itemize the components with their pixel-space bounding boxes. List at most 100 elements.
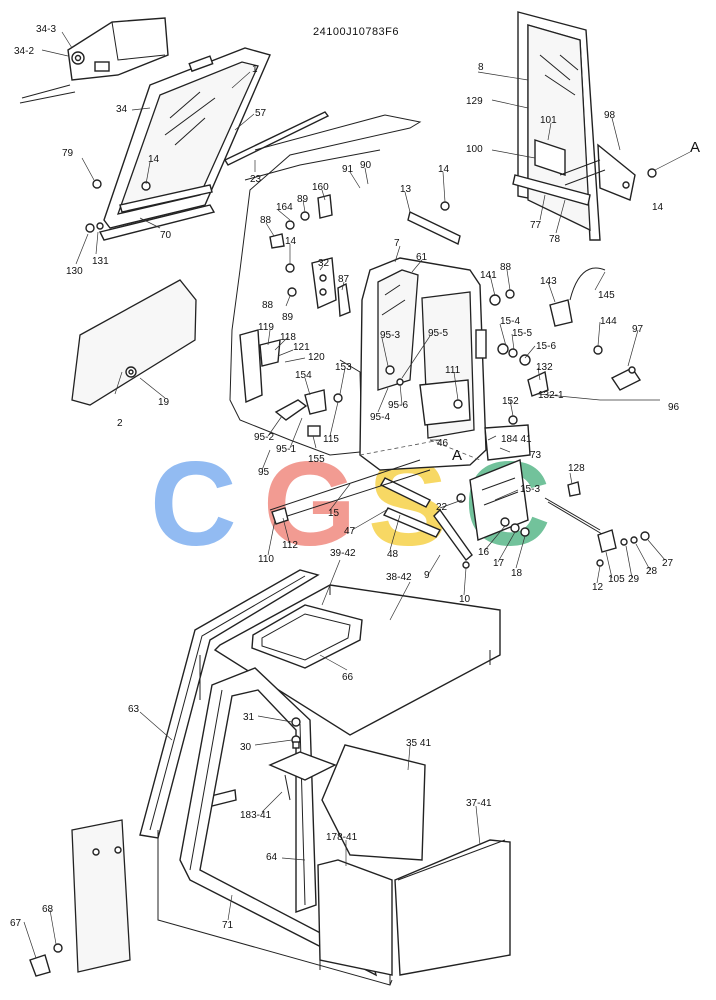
watermark: C G S C: [150, 437, 551, 571]
part-label: 131: [92, 256, 109, 267]
part-label: 121: [293, 342, 310, 353]
part-label: 73: [530, 450, 542, 461]
part-label: 91: [342, 164, 354, 175]
part-label: 78: [549, 234, 561, 245]
window-rod-part: [98, 204, 216, 241]
part-label: 154: [295, 370, 312, 381]
part-label: 64: [266, 852, 278, 863]
part-label: 12: [592, 582, 604, 593]
part-label: 164: [276, 202, 293, 213]
part-label: 14: [285, 236, 297, 247]
part-label: 67: [10, 918, 22, 929]
part-label: 71: [222, 920, 234, 931]
part-label: 95-3: [380, 330, 400, 341]
part-label: 118: [280, 332, 296, 343]
part-label: 15-3: [520, 484, 540, 495]
part-labels: 24100J10783F6 A A 34-3 34-2 34 79 14 1 5…: [10, 24, 700, 931]
part-label: 97: [632, 324, 644, 335]
part-label: 35 41: [406, 738, 431, 749]
part-label: 32: [318, 258, 330, 269]
top-window-frame-part: [103, 47, 271, 229]
section-mark: A: [452, 447, 462, 464]
part-label: 89: [297, 194, 309, 205]
part-label: 153: [335, 362, 352, 373]
seal-strip-part: [224, 111, 330, 166]
part-label: 22: [436, 502, 448, 513]
door-assembly: [359, 257, 487, 471]
part-label: 15-6: [536, 341, 556, 352]
part-label: 14: [148, 154, 160, 165]
part-label: 18: [511, 568, 523, 579]
part-label: 15-5: [512, 328, 532, 339]
part-label: 14: [438, 164, 450, 175]
part-label: 132: [536, 362, 553, 373]
rear-window-assembly: [512, 11, 657, 241]
part-label: 160: [312, 182, 329, 193]
part-label: 46: [437, 438, 449, 449]
part-label: 57: [255, 108, 267, 119]
part-label: 19: [158, 397, 170, 408]
section-mark: A: [690, 139, 700, 156]
part-label: 14: [652, 202, 664, 213]
part-label: 7: [394, 238, 400, 249]
part-label: 155: [308, 454, 325, 465]
part-label: 34-3: [36, 24, 56, 35]
wiper-motor-part: [19, 17, 169, 104]
part-label: 39-42: [330, 548, 356, 559]
part-label: 48: [387, 549, 399, 560]
side-panel-part: [71, 279, 197, 406]
part-label: 13: [400, 184, 412, 195]
part-label: 88: [262, 300, 274, 311]
part-label: 111: [445, 365, 461, 376]
watermark-letter: G: [263, 437, 356, 571]
part-label: 1: [252, 64, 258, 75]
part-label: 178-41: [326, 832, 358, 843]
part-label: 130: [66, 266, 83, 277]
part-label: 77: [530, 220, 542, 231]
part-label: 63: [128, 704, 140, 715]
part-label: 89: [282, 312, 294, 323]
cab-shell-outline: [229, 114, 422, 456]
part-label: 9: [424, 570, 430, 581]
part-label: 37-41: [466, 798, 492, 809]
part-label: 152: [502, 396, 519, 407]
part-label: 143: [540, 276, 557, 287]
part-label: 87: [338, 274, 350, 285]
part-label: 132-1: [538, 390, 564, 401]
part-label: 17: [493, 558, 505, 569]
part-label: 30: [240, 742, 252, 753]
part-label: 120: [308, 352, 325, 363]
part-label: 95-4: [370, 412, 390, 423]
part-label: 15: [328, 508, 340, 519]
part-label: 27: [662, 558, 674, 569]
part-label: 68: [42, 904, 54, 915]
part-label: 145: [598, 290, 615, 301]
part-label: 115: [323, 434, 339, 445]
part-label: 95-5: [428, 328, 448, 339]
part-label: 34-2: [14, 46, 34, 57]
part-label: 10: [459, 594, 471, 605]
part-label: 144: [600, 316, 617, 327]
part-label: 23: [250, 174, 262, 185]
part-label: 2: [117, 418, 123, 429]
leader-lines: [23, 31, 691, 959]
watermark-letter: C: [150, 437, 237, 571]
part-label: 29: [628, 574, 640, 585]
part-label: 66: [342, 672, 354, 683]
detached-panel-part: [71, 819, 131, 973]
part-label: 95-1: [276, 444, 296, 455]
part-label: 128: [568, 463, 585, 474]
cab-body-assembly: [29, 569, 511, 986]
door-hinge-parts: [407, 201, 650, 569]
part-label: 16: [478, 547, 490, 558]
part-label: 112: [282, 540, 298, 551]
top-window-assembly: [19, 17, 330, 241]
part-label: 129: [466, 96, 483, 107]
part-label: 100: [466, 144, 483, 155]
part-label: 183-41: [240, 810, 272, 821]
part-label: 8: [478, 62, 484, 73]
part-label: 110: [258, 554, 274, 565]
part-label: 38-42: [386, 572, 412, 583]
part-label: 70: [160, 230, 172, 241]
